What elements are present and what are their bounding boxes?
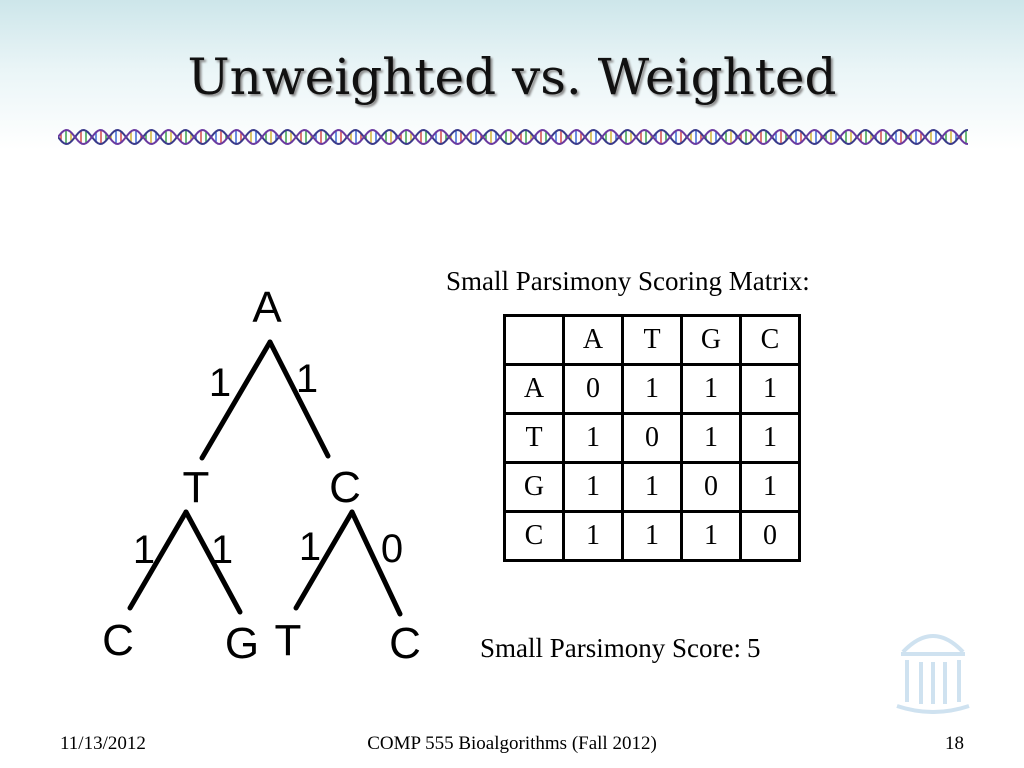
matrix-cell: 1 [621, 461, 683, 513]
matrix-cell: 0 [562, 363, 624, 415]
score-value: 5 [746, 633, 761, 663]
tree-leaf-label: T [275, 616, 302, 665]
tree-edge [199, 339, 273, 461]
tree-edge-weight: 1 [209, 361, 231, 405]
tree-edge [293, 509, 355, 611]
tree-edge [183, 509, 243, 615]
matrix-header-cell: A [562, 314, 624, 366]
matrix-row-header: G [503, 461, 565, 513]
matrix-header-row: A T G C [503, 314, 801, 366]
matrix-cell: 1 [680, 510, 742, 562]
tree-node-label: C [329, 463, 361, 512]
dna-divider-icon [58, 129, 968, 145]
matrix-row: C 1 1 1 0 [503, 510, 801, 562]
old-well-logo-icon [896, 634, 970, 714]
matrix-cell: 1 [680, 363, 742, 415]
tree-leaf-label: C [102, 616, 134, 665]
matrix-cell: 0 [621, 412, 683, 464]
matrix-cell: 1 [739, 363, 801, 415]
matrix-header-cell: T [621, 314, 683, 366]
matrix-cell: 1 [621, 363, 683, 415]
matrix-cell: 1 [739, 461, 801, 513]
score-label: Small Parsimony Score: [480, 633, 741, 663]
matrix-row: G 1 1 0 1 [503, 461, 801, 513]
matrix-row: A 0 1 1 1 [503, 363, 801, 415]
tree-edge [267, 339, 331, 459]
footer-page-number: 18 [945, 733, 964, 754]
matrix-header-cell: C [739, 314, 801, 366]
matrix-cell: 1 [562, 461, 624, 513]
phylogenetic-tree: A 1 1 T C 1 1 1 0 C G T C [102, 283, 421, 668]
parsimony-score: Small Parsimony Score:5 [480, 633, 760, 664]
tree-edge-weight: 1 [296, 357, 318, 401]
tree-edge-weight: 1 [133, 528, 155, 572]
matrix-row-header: C [503, 510, 565, 562]
matrix-cell: 1 [680, 412, 742, 464]
tree-root-label: A [252, 283, 282, 332]
tree-edge [127, 509, 189, 611]
matrix-cell: 0 [739, 510, 801, 562]
footer-date: 11/13/2012 [60, 733, 146, 754]
matrix-row-header: A [503, 363, 565, 415]
footer-course: COMP 555 Bioalgorithms (Fall 2012) [367, 733, 657, 754]
tree-edge-weight: 1 [299, 525, 321, 569]
matrix-header-cell: G [680, 314, 742, 366]
tree-node-label: T [183, 463, 210, 512]
tree-edge-weight: 0 [381, 527, 403, 571]
tree-leaf-label: C [389, 619, 421, 668]
tree-edge-weight: 1 [211, 528, 233, 572]
matrix-row: T 1 0 1 1 [503, 412, 801, 464]
matrix-cell: 0 [680, 461, 742, 513]
tree-leaf-label: G [225, 619, 259, 668]
matrix-cell: 1 [621, 510, 683, 562]
matrix-caption: Small Parsimony Scoring Matrix: [446, 266, 810, 296]
matrix-cell: 1 [562, 412, 624, 464]
matrix-corner-cell [503, 314, 565, 366]
matrix-cell: 1 [562, 510, 624, 562]
scoring-matrix: A T G C A 0 1 1 1 T 1 0 1 1 G 1 1 0 1 C … [503, 314, 801, 562]
tree-edge [349, 509, 403, 617]
matrix-cell: 1 [739, 412, 801, 464]
slide-title: Unweighted vs. Weighted [187, 48, 837, 106]
matrix-row-header: T [503, 412, 565, 464]
